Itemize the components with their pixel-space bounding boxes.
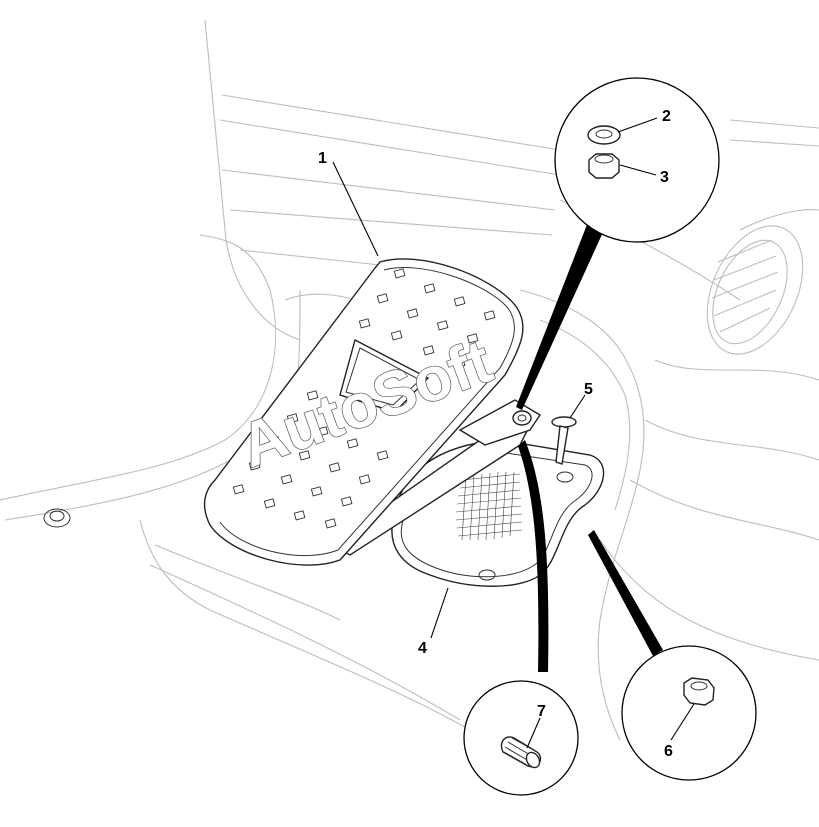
leader-lines bbox=[332, 117, 695, 749]
air-vent bbox=[706, 225, 804, 355]
callout-2: 2 bbox=[662, 108, 671, 125]
washer-icon bbox=[587, 125, 621, 145]
detail-circle-lock-nut bbox=[621, 645, 757, 781]
lock-nut-icon bbox=[683, 677, 715, 706]
callout-4: 4 bbox=[418, 640, 427, 657]
mesh-grid bbox=[455, 471, 523, 541]
nut-icon bbox=[588, 153, 620, 179]
vehicle-floor-background bbox=[0, 19, 819, 741]
callout-labels: 1 2 3 4 5 6 7 bbox=[318, 108, 673, 760]
callout-6: 6 bbox=[664, 743, 673, 760]
zoom-pointers bbox=[516, 222, 663, 672]
accelerator-pedal-pad bbox=[203, 258, 524, 566]
floor-clip bbox=[43, 508, 71, 528]
callout-7: 7 bbox=[537, 703, 546, 720]
screw bbox=[551, 416, 577, 465]
callout-1: 1 bbox=[318, 150, 327, 167]
threaded-insert-icon bbox=[500, 736, 542, 769]
callout-5: 5 bbox=[584, 381, 593, 398]
pedal-studs bbox=[232, 268, 496, 529]
pedal-hinge-arm bbox=[328, 399, 541, 556]
detail-circle-threaded-insert bbox=[463, 680, 579, 796]
detail-circle-washer-nut bbox=[554, 77, 720, 243]
callout-3: 3 bbox=[660, 169, 669, 186]
